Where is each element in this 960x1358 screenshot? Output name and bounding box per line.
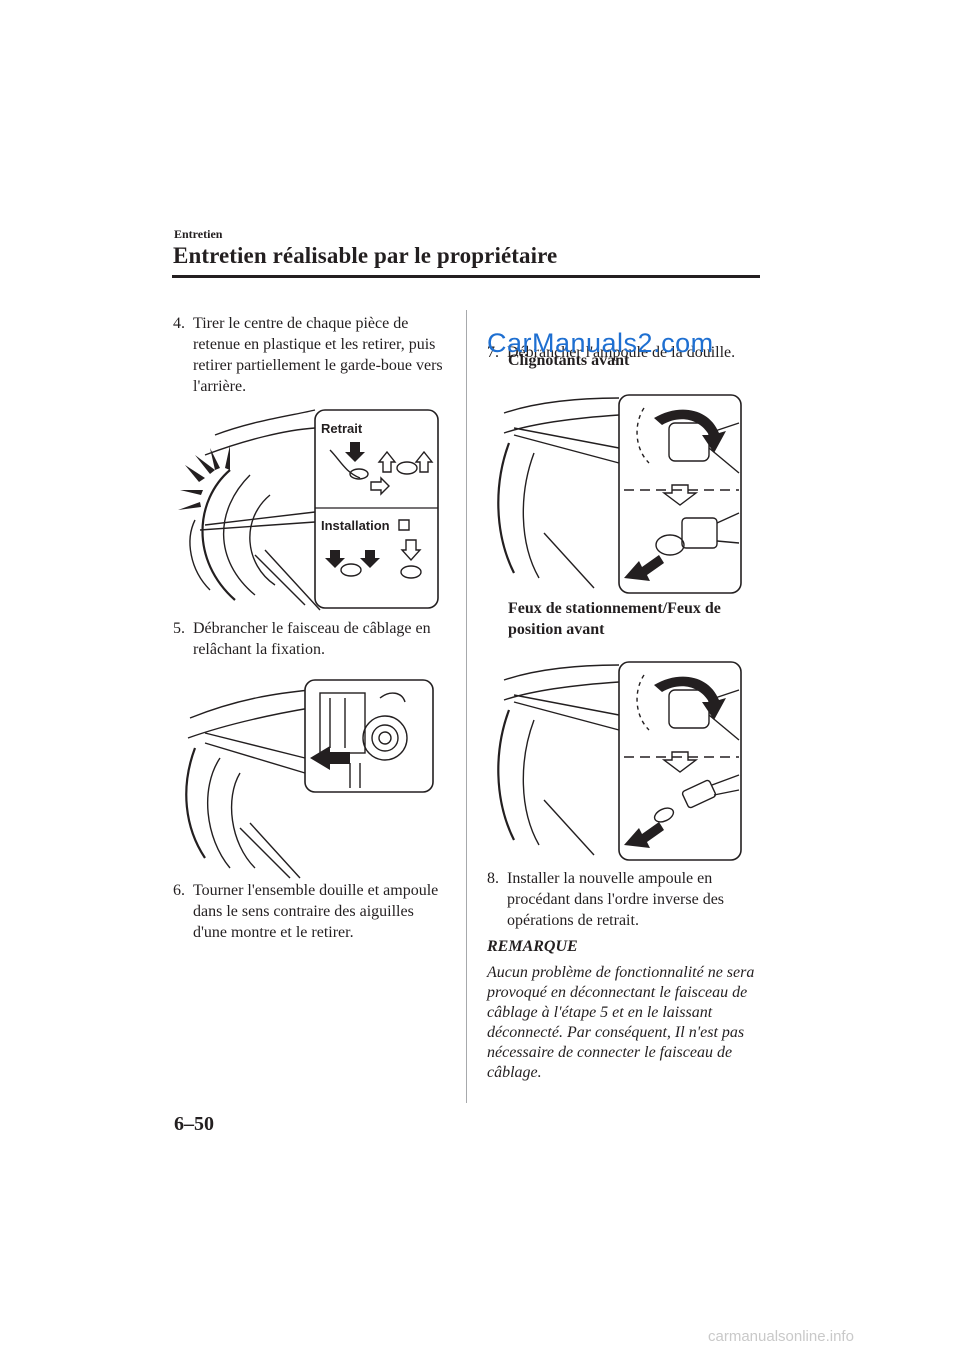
step-text: Débrancher l'ampoule de la douille.: [507, 344, 736, 361]
vehicle-body: [189, 689, 311, 719]
inset-box: [314, 409, 439, 609]
figure-wiring-harness: [185, 679, 434, 879]
figure-label-installation: Installation: [321, 518, 390, 533]
pull-arrow: [624, 822, 664, 848]
step-number: 5.: [173, 620, 185, 637]
page-title: Entretien réalisable par le propriétaire: [173, 243, 558, 268]
section-label: Entretien: [174, 227, 223, 241]
page-number: 6–50: [174, 1113, 214, 1135]
step-4: 4. Tirer le centre de chaque pièce de re…: [173, 313, 445, 397]
step-7: 7. Débrancher l'ampoule de la douille.: [487, 342, 759, 363]
vehicle-body: [503, 397, 620, 414]
step-number: 8.: [487, 870, 499, 887]
caption-clignotants: Clignotants avant: [508, 352, 630, 369]
step-6: 6. Tourner l'ensemble douille et ampoule…: [173, 880, 445, 943]
caption-feux-position: Feux de stationnement/Feux de position a…: [508, 600, 721, 638]
rotation-arrow: [654, 676, 726, 720]
inset-box: [304, 679, 434, 793]
column-divider: [466, 310, 467, 1103]
step-text: Tirer le centre de chaque pièce de reten…: [193, 315, 443, 395]
pull-arrow: [624, 555, 664, 581]
release-arrow: [310, 746, 350, 770]
watermark-carmanualsonline: carmanualsonline.info: [708, 1328, 854, 1345]
step-number: 6.: [173, 882, 185, 899]
watermark-carmanuals2: CarManuals2.com: [487, 328, 714, 358]
figure-turn-signal: [497, 394, 742, 594]
step-number: 4.: [173, 315, 185, 332]
step-text: Tourner l'ensemble douille et ampoule da…: [193, 882, 439, 941]
step-5: 5. Débrancher le faisceau de câblage en …: [173, 618, 445, 660]
step-number: 7.: [487, 344, 499, 361]
clip-arrows: [178, 445, 230, 510]
remarque-title: REMARQUE: [487, 938, 578, 955]
fender-outline: [214, 409, 316, 436]
wheel-arch: [201, 469, 236, 601]
header-rule: [172, 275, 760, 278]
figure-fender-clips: [178, 409, 439, 611]
step-text: Installer la nouvelle ampoule en procéda…: [507, 870, 725, 929]
step-text: Débrancher le faisceau de câblage en rel…: [193, 620, 431, 658]
figure-parking-lamp: [497, 661, 742, 861]
vehicle-body: [503, 664, 620, 681]
rotation-arrow: [654, 409, 726, 453]
figure-label-retrait: Retrait: [321, 421, 363, 436]
step-8: 8. Installer la nouvelle ampoule en proc…: [487, 868, 759, 931]
remarque-text: Aucun problème de fonctionnalité ne sera…: [487, 964, 755, 1081]
